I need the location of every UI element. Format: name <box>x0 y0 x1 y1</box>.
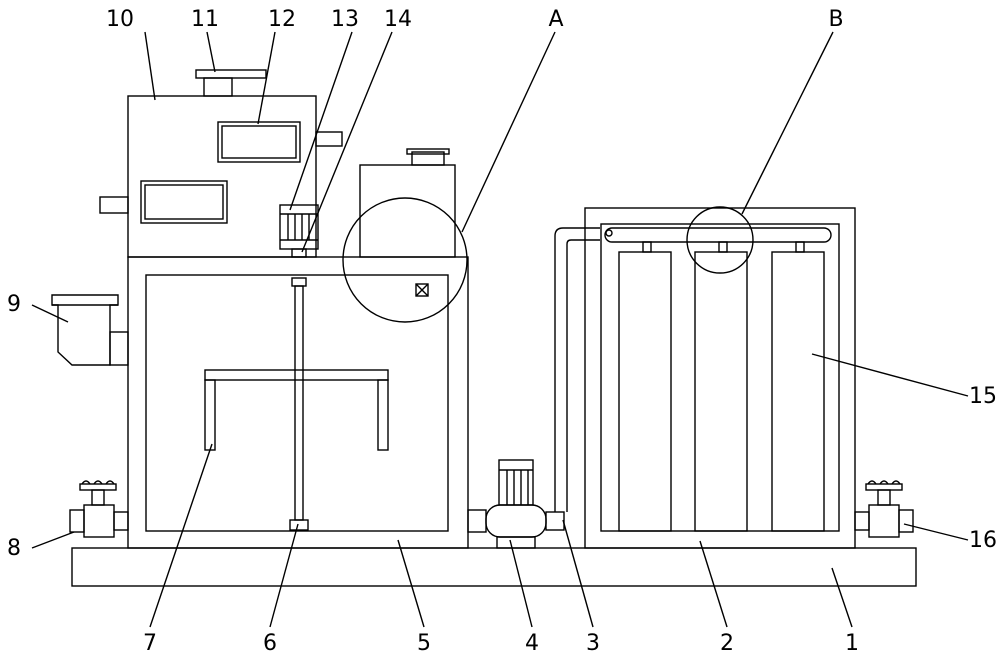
pump <box>467 459 565 549</box>
label-4: 4 <box>525 631 539 656</box>
label-a: A <box>548 7 563 32</box>
base-plate <box>71 547 917 587</box>
label-9: 9 <box>7 292 21 317</box>
label-15: 15 <box>969 384 997 409</box>
stirrer <box>204 277 389 531</box>
label-6: 6 <box>263 631 277 656</box>
label-13: 13 <box>331 7 359 32</box>
label-11: 11 <box>191 7 219 32</box>
label-7: 7 <box>143 631 157 656</box>
detail-circle-b <box>686 206 754 274</box>
connecting-pipe <box>554 227 600 512</box>
dosing-box <box>359 148 456 297</box>
label-14: 14 <box>384 7 412 32</box>
label-12: 12 <box>268 7 296 32</box>
label-16: 16 <box>969 528 997 553</box>
filter-tank <box>584 207 856 549</box>
feed-hopper <box>99 69 343 258</box>
label-10: 10 <box>106 7 134 32</box>
label-1: 1 <box>845 631 859 656</box>
label-5: 5 <box>417 631 431 656</box>
label-b: B <box>828 7 843 32</box>
detail-circle-a <box>342 197 468 323</box>
inlet-pipe <box>51 294 129 366</box>
label-2: 2 <box>720 631 734 656</box>
drain-valve-left <box>69 480 129 538</box>
mixing-tank <box>127 256 469 549</box>
drain-valve-right <box>854 480 914 538</box>
label-8: 8 <box>7 536 21 561</box>
leader-lines <box>31 31 969 628</box>
label-3: 3 <box>586 631 600 656</box>
